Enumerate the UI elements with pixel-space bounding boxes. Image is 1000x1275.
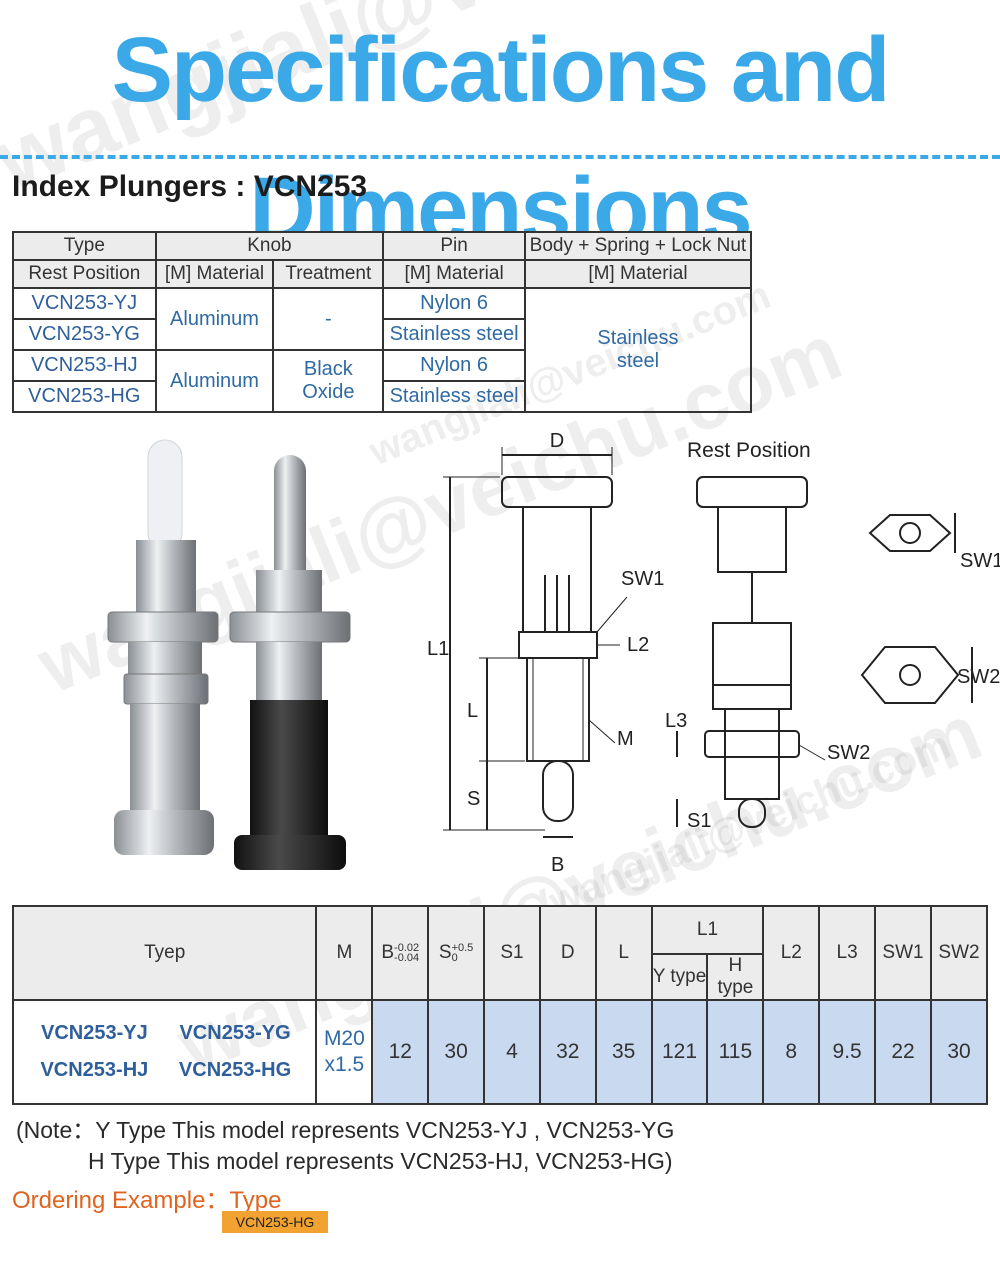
header-body: Body + Spring + Lock Nut — [523, 231, 753, 261]
value-SW1: 22 — [874, 999, 932, 1105]
value-SW2: 30 — [929, 999, 989, 1105]
treatment-line2: Oxide — [302, 381, 355, 403]
header-S-tol-lower: 0 — [451, 951, 458, 964]
value-S: 30 — [427, 999, 486, 1105]
header-B: B-0.02-0.04 — [371, 905, 430, 1001]
header-B-tol-upper: -0.02 — [394, 941, 420, 954]
model-code: VCN253-YG — [179, 1022, 291, 1044]
dim-SW2: SW2 — [827, 742, 870, 764]
dim-SW1-side: SW1 — [960, 550, 1000, 572]
dim-L1: L1 — [427, 638, 449, 660]
value-M-line1: M20 — [323, 1027, 365, 1050]
title-divider — [0, 155, 1000, 159]
header-B-label: B — [381, 942, 395, 963]
header-treatment: Treatment — [272, 259, 385, 289]
knob-material: Aluminum — [154, 287, 275, 351]
pin-material: Nylon 6 — [382, 349, 526, 382]
value-S1: 4 — [483, 999, 541, 1105]
header-pin-material: [M] Material — [382, 259, 526, 289]
value-M: M20 x1.5 — [315, 999, 374, 1105]
value-L2: 8 — [762, 999, 821, 1105]
note-line2: H Type This model represents VCN253-HJ, … — [88, 1148, 673, 1174]
dim-M: M — [617, 728, 634, 750]
plunger-photo-left — [107, 439, 219, 855]
body-material-line1: Stainless — [597, 327, 679, 349]
header-rest-position: Rest Position — [12, 259, 157, 289]
model-code: VCN253-YJ — [40, 1022, 148, 1044]
technical-drawing: D L1 L S B M SW1 L2 Rest Position L3 SW2… — [427, 430, 1000, 876]
header-pin: Pin — [382, 231, 526, 261]
dim-S1: S1 — [687, 810, 711, 832]
body-material-line2: steel — [616, 350, 660, 372]
header-L3: L3 — [818, 905, 877, 1001]
pin-material: Stainless steel — [382, 380, 526, 413]
model-code: VCN253-HG — [178, 1059, 292, 1081]
header-L: L — [594, 905, 653, 1001]
header-D: D — [538, 905, 597, 1001]
spec-table: Type Knob Pin Body + Spring + Lock Nut R… — [12, 231, 753, 413]
model-code: VCN253-HJ — [40, 1059, 149, 1081]
dim-S: S — [467, 788, 480, 810]
value-D: 32 — [538, 999, 597, 1105]
header-knob-material: [M] Material — [154, 259, 275, 289]
value-L: 35 — [594, 999, 653, 1105]
header-L1-h-type: H type — [706, 953, 765, 1001]
dim-L: L — [467, 700, 478, 722]
header-SW1: SW1 — [874, 905, 932, 1001]
ordering-example-code: VCN253-HG — [222, 1211, 328, 1233]
header-S1: S1 — [483, 905, 541, 1001]
product-photo — [107, 439, 351, 870]
treatment-line1: Black — [303, 358, 353, 380]
dim-SW1: SW1 — [621, 568, 664, 590]
header-type: Tyep — [11, 905, 318, 1001]
header-B-tol-lower: -0.04 — [394, 951, 420, 964]
section-title: Index Plungers : VCN253 — [12, 170, 368, 203]
value-M-line2: x1.5 — [324, 1053, 365, 1076]
knob-material: Aluminum — [154, 349, 275, 413]
body-material: Stainless steel — [523, 287, 753, 413]
value-L1-h: 115 — [706, 999, 765, 1105]
header-L2: L2 — [762, 905, 821, 1001]
model-codes-cell: VCN253-YJ VCN253-YG VCN253-HJ VCN253-HG — [11, 999, 318, 1105]
model-code: VCN253-HG — [12, 380, 157, 413]
header-S-label: S — [438, 942, 452, 963]
header-L1: L1 — [650, 905, 765, 955]
plunger-photo-right — [229, 455, 351, 870]
dim-SW2-side: SW2 — [957, 666, 1000, 688]
model-code: VCN253-HJ — [12, 349, 157, 382]
header-knob: Knob — [154, 231, 385, 261]
ordering-example-label: Ordering Example：Type — [12, 1187, 282, 1214]
model-code: VCN253-YG — [12, 318, 157, 351]
header-SW2: SW2 — [929, 905, 989, 1001]
value-L1-y: 121 — [650, 999, 709, 1105]
header-S-tol-upper: +0.5 — [451, 941, 474, 954]
page-title: Specifications and Dimensions — [111, 19, 891, 261]
note-line1: (Note：Y Type This model represents VCN25… — [16, 1117, 675, 1143]
dim-L2: L2 — [627, 634, 649, 656]
treatment: - — [272, 287, 385, 351]
pin-material: Stainless steel — [382, 318, 526, 351]
header-type: Type — [12, 231, 157, 261]
header-body-material: [M] Material — [523, 259, 753, 289]
dim-B: B — [551, 854, 564, 876]
header-M: M — [315, 905, 374, 1001]
dim-L3: L3 — [665, 710, 687, 732]
header-L1-y-type: Y type — [650, 953, 709, 1001]
value-L3: 9.5 — [818, 999, 877, 1105]
value-B: 12 — [371, 999, 430, 1105]
model-code: VCN253-YJ — [12, 287, 157, 320]
pin-material: Nylon 6 — [382, 287, 526, 320]
dim-D: D — [550, 430, 564, 452]
rest-position-label: Rest Position — [687, 439, 811, 462]
treatment: Black Oxide — [272, 349, 385, 413]
note: (Note：Y Type This model represents VCN25… — [16, 1115, 674, 1177]
